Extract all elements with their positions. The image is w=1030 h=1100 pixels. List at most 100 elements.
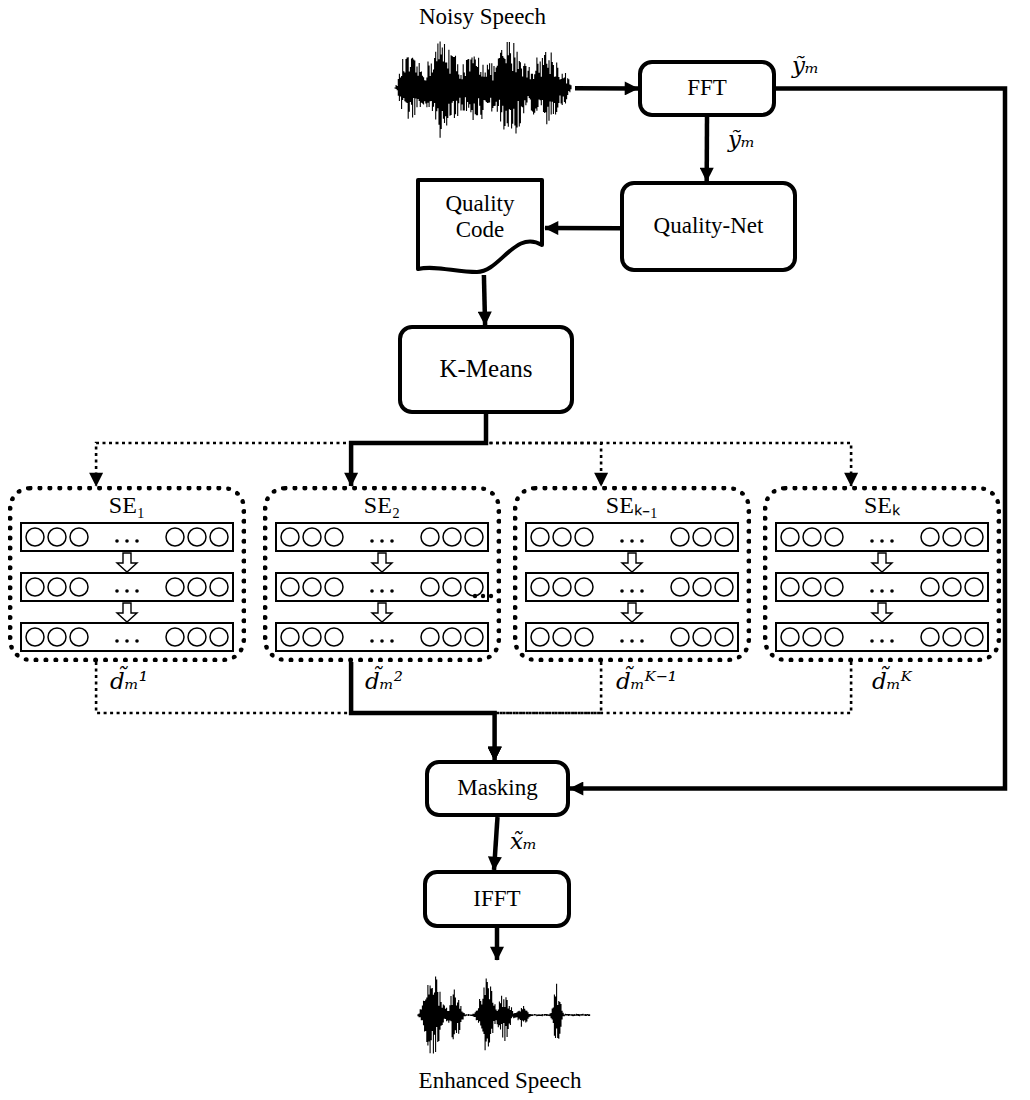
neuron — [210, 628, 228, 646]
neuron — [965, 578, 983, 596]
neuron — [715, 578, 733, 596]
layer-arrow — [117, 603, 137, 622]
neuron — [553, 528, 571, 546]
neuron — [693, 628, 711, 646]
ellipsis-dot — [890, 539, 894, 543]
layer-arrow — [872, 553, 892, 572]
ellipsis-dot — [489, 594, 493, 598]
layer-bar — [526, 523, 738, 551]
neuron — [531, 578, 549, 596]
connector — [484, 275, 485, 325]
neuron — [693, 578, 711, 596]
neuron — [553, 628, 571, 646]
neuron — [943, 578, 961, 596]
ellipsis-symbol — [473, 594, 493, 598]
neuron — [48, 628, 66, 646]
box-label: FFT — [687, 75, 727, 101]
neuron — [825, 628, 843, 646]
signal-label: d̃ₘᴷ⁻¹ — [616, 668, 677, 694]
dotted-connector — [486, 414, 601, 486]
signal-label: Enhanced Speech — [405, 1068, 595, 1094]
neuron — [531, 528, 549, 546]
ellipsis-dot — [880, 539, 884, 543]
network-label: SE₂ — [364, 491, 400, 518]
network-box: SEₖ₋₁ — [513, 486, 751, 662]
neuron — [188, 528, 206, 546]
ellipsis-dot — [390, 639, 394, 643]
signal-label: Noisy Speech — [390, 4, 575, 30]
ellipsis-dot — [630, 589, 634, 593]
signal-label: d̃ₘᴷ — [872, 668, 912, 694]
process-box: K-Means — [398, 325, 574, 414]
neuron — [781, 628, 799, 646]
neuron — [210, 528, 228, 546]
box-label: Quality Code — [430, 177, 530, 244]
neuron — [443, 578, 461, 596]
ellipsis-dot — [870, 539, 874, 543]
neuron — [421, 528, 439, 546]
ellipsis-dot — [640, 589, 644, 593]
waveform-node: Noisy Speech — [390, 0, 575, 140]
neuron — [210, 578, 228, 596]
neuron — [303, 578, 321, 596]
neuron — [965, 628, 983, 646]
neuron — [965, 528, 983, 546]
ellipsis-dot — [125, 539, 129, 543]
layer-bar — [526, 573, 738, 601]
ellipsis-dot — [370, 589, 374, 593]
waveform-node: Enhanced Speech — [405, 960, 595, 1100]
neuron — [671, 578, 689, 596]
neuron — [303, 628, 321, 646]
layer-arrow — [372, 603, 392, 622]
dotted-connector — [486, 414, 851, 486]
neuron — [715, 628, 733, 646]
dotted-connector — [495, 662, 851, 760]
ellipsis-dot — [880, 639, 884, 643]
neuron — [421, 628, 439, 646]
layer-arrow — [117, 553, 137, 572]
neuron — [70, 578, 88, 596]
layer-bar — [21, 573, 233, 601]
ellipsis-dot — [380, 639, 384, 643]
neuron — [70, 528, 88, 546]
ellipsis-dot — [620, 639, 624, 643]
neuron — [26, 528, 44, 546]
neuron — [671, 528, 689, 546]
layer-bar — [776, 523, 988, 551]
neuron — [803, 528, 821, 546]
ellipsis-dot — [370, 539, 374, 543]
ellipsis-dot — [620, 589, 624, 593]
neuron — [825, 578, 843, 596]
layer-bar — [21, 623, 233, 651]
neuron — [325, 578, 343, 596]
connector — [495, 928, 500, 960]
layer-bar — [526, 623, 738, 651]
ellipsis-dot — [135, 589, 139, 593]
neuron — [443, 528, 461, 546]
ellipsis-dot — [135, 539, 139, 543]
neuron — [693, 528, 711, 546]
layer-arrow — [372, 553, 392, 572]
neuron — [443, 628, 461, 646]
neuron — [465, 628, 483, 646]
neuron — [188, 578, 206, 596]
ellipsis-dot — [890, 639, 894, 643]
neuron — [70, 628, 88, 646]
ellipsis-dot — [630, 539, 634, 543]
layer-bar — [276, 623, 488, 651]
dotted-connector — [96, 414, 486, 486]
neuron — [781, 528, 799, 546]
layer-bar — [276, 523, 488, 551]
dotted-connector — [495, 662, 601, 760]
network-box: SE₁ — [8, 486, 246, 662]
connector — [494, 817, 498, 870]
network-box: SE₂ — [263, 486, 501, 662]
neuron — [943, 528, 961, 546]
neuron — [325, 528, 343, 546]
ellipsis-dot — [630, 639, 634, 643]
ellipsis-dot — [880, 589, 884, 593]
ellipsis-dot — [481, 594, 485, 598]
neuron — [825, 528, 843, 546]
neuron — [921, 628, 939, 646]
